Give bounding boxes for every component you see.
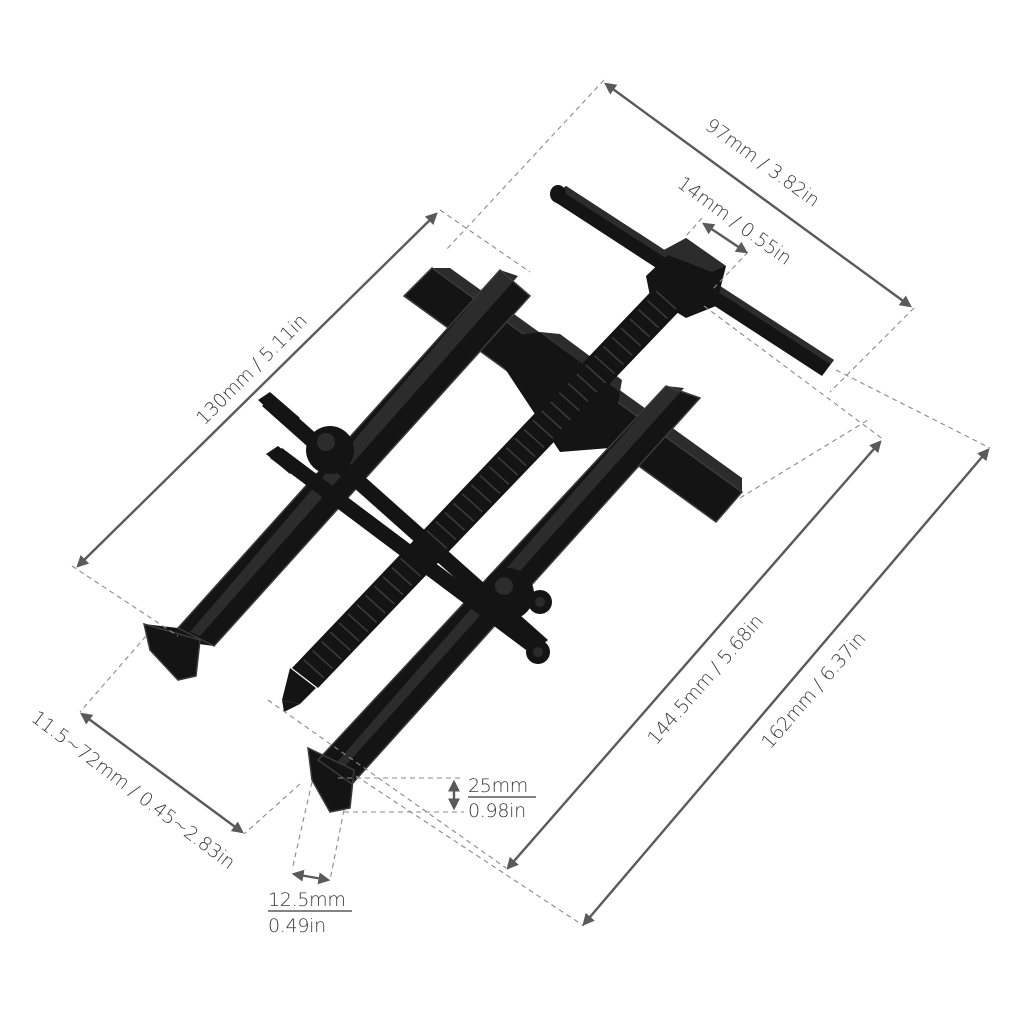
label-jaw-span: 11.5~72mm / 0.45~2.83in xyxy=(27,706,239,873)
label-jaw-depth-in: 0.98in xyxy=(468,800,526,822)
label-overall-length: 162mm / 6.37in xyxy=(757,628,870,754)
t-handle xyxy=(550,185,834,376)
label-jaw-width-mm: 12.5mm xyxy=(268,889,346,911)
dim-jaw-span xyxy=(80,712,244,834)
extension-lines xyxy=(71,79,991,927)
label-jaw-width-in: 0.49in xyxy=(268,915,326,937)
dim-12-5mm xyxy=(291,869,331,885)
dim-130mm xyxy=(76,212,438,568)
dim-162mm xyxy=(582,448,990,926)
dim-14mm xyxy=(702,222,748,254)
label-jaw-depth-mm: 25mm xyxy=(468,775,528,797)
gear-puller-tool xyxy=(142,185,834,813)
label-jaw-length: 130mm / 5.11in xyxy=(192,310,312,430)
dim-97mm xyxy=(604,82,912,308)
dimension-lines xyxy=(76,82,990,926)
